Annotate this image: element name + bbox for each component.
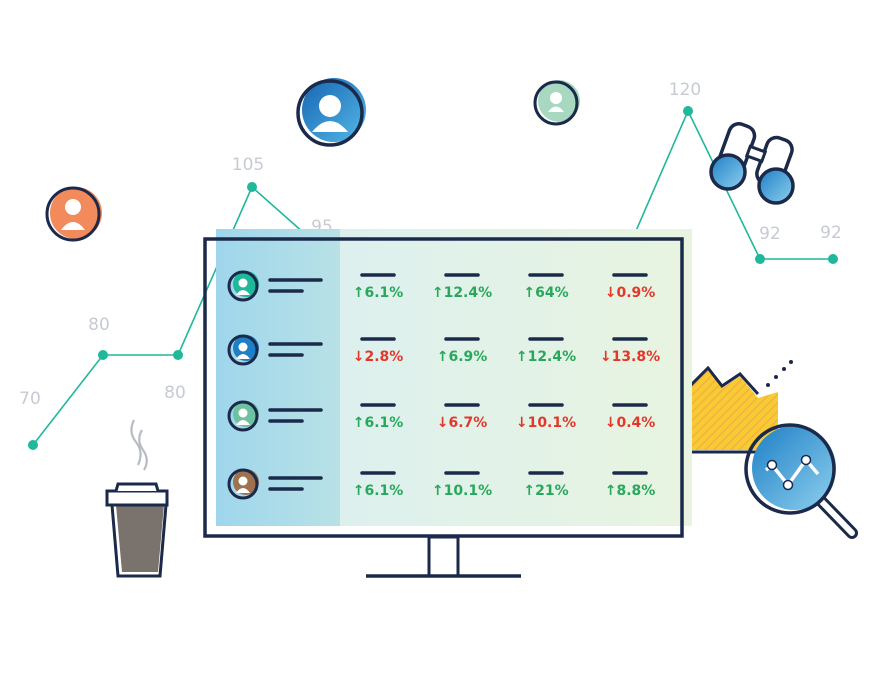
chart-point-label: 120 <box>669 80 701 100</box>
stat-value: 12.4% <box>444 285 493 301</box>
stat-cell: ↑12.4% <box>432 285 492 301</box>
chart-point <box>247 182 257 192</box>
arrow-up-icon: ↑ <box>432 285 444 301</box>
chart-point-label: 80 <box>164 383 186 403</box>
stat-cell: ↓13.8% <box>600 349 660 365</box>
arrow-down-icon: ↓ <box>353 349 365 365</box>
brown-avatar-icon <box>227 468 259 500</box>
arrow-down-icon: ↓ <box>516 415 528 431</box>
blue-avatar-icon-large <box>296 78 366 147</box>
stat-value: 8.8% <box>616 483 655 499</box>
yellow-area-chart <box>682 360 793 454</box>
green-avatar-icon-small <box>533 80 580 126</box>
binoculars-icon <box>709 122 795 205</box>
chart-point <box>173 350 183 360</box>
stat-cell: ↑12.4% <box>516 349 576 365</box>
stat-cell: ↑8.8% <box>605 483 656 499</box>
stat-cell: ↑64% <box>523 285 568 301</box>
arrow-up-icon: ↑ <box>432 483 444 499</box>
arrow-up-icon: ↑ <box>523 483 535 499</box>
stat-cell: ↓6.7% <box>437 415 488 431</box>
stat-cell: ↑6.1% <box>353 285 404 301</box>
teal-avatar-icon <box>227 270 259 302</box>
orange-avatar-icon <box>45 186 102 242</box>
arrow-up-icon: ↑ <box>353 483 365 499</box>
stat-value: 6.1% <box>364 415 403 431</box>
arrow-up-icon: ↑ <box>523 285 535 301</box>
stat-cell: ↓0.4% <box>605 415 656 431</box>
stat-cell: ↑21% <box>523 483 568 499</box>
chart-point <box>98 350 108 360</box>
stat-value: 0.9% <box>616 285 655 301</box>
stat-cell: ↑6.1% <box>353 483 404 499</box>
stat-value: 13.8% <box>612 349 661 365</box>
arrow-up-icon: ↑ <box>516 349 528 365</box>
chart-point-label: 70 <box>19 389 41 409</box>
coffee-cup-icon <box>105 419 169 578</box>
stat-cell: ↓2.8% <box>353 349 404 365</box>
stat-value: 2.8% <box>364 349 403 365</box>
arrow-up-icon: ↑ <box>437 349 449 365</box>
stat-cell: ↑10.1% <box>432 483 492 499</box>
arrow-up-icon: ↑ <box>605 483 617 499</box>
arrow-down-icon: ↓ <box>437 415 449 431</box>
stat-cell: ↑6.1% <box>353 415 404 431</box>
stat-value: 10.1% <box>444 483 493 499</box>
stat-cell: ↓10.1% <box>516 415 576 431</box>
stat-value: 6.7% <box>448 415 487 431</box>
green-avatar-icon <box>227 400 259 432</box>
magnifier-chart-icon <box>744 423 858 539</box>
stat-value: 10.1% <box>528 415 577 431</box>
stat-value: 0.4% <box>616 415 655 431</box>
chart-point <box>683 106 693 116</box>
blue-avatar-icon <box>227 334 259 366</box>
monitor-neck <box>427 535 460 578</box>
arrow-down-icon: ↓ <box>605 415 617 431</box>
chart-point <box>28 440 38 450</box>
stat-value: 12.4% <box>528 349 577 365</box>
arrow-up-icon: ↑ <box>353 415 365 431</box>
chart-point-label: 105 <box>232 155 264 175</box>
stat-value: 6.9% <box>448 349 487 365</box>
chart-point <box>828 254 838 264</box>
stat-cell: ↑6.9% <box>437 349 488 365</box>
arrow-down-icon: ↓ <box>600 349 612 365</box>
chart-point <box>755 254 765 264</box>
stat-cell: ↓0.9% <box>605 285 656 301</box>
chart-point-label: 80 <box>88 315 110 335</box>
stats-table: ↑6.1%↑12.4%↑64%↓0.9%↓2.8%↑6.9%↑12.4%↓13.… <box>227 270 660 500</box>
arrow-down-icon: ↓ <box>605 285 617 301</box>
chart-point-label: 92 <box>820 223 842 243</box>
stat-value: 6.1% <box>364 483 403 499</box>
stat-value: 64% <box>535 285 569 301</box>
stat-value: 6.1% <box>364 285 403 301</box>
stat-value: 21% <box>535 483 569 499</box>
arrow-up-icon: ↑ <box>353 285 365 301</box>
chart-point-label: 92 <box>759 224 781 244</box>
